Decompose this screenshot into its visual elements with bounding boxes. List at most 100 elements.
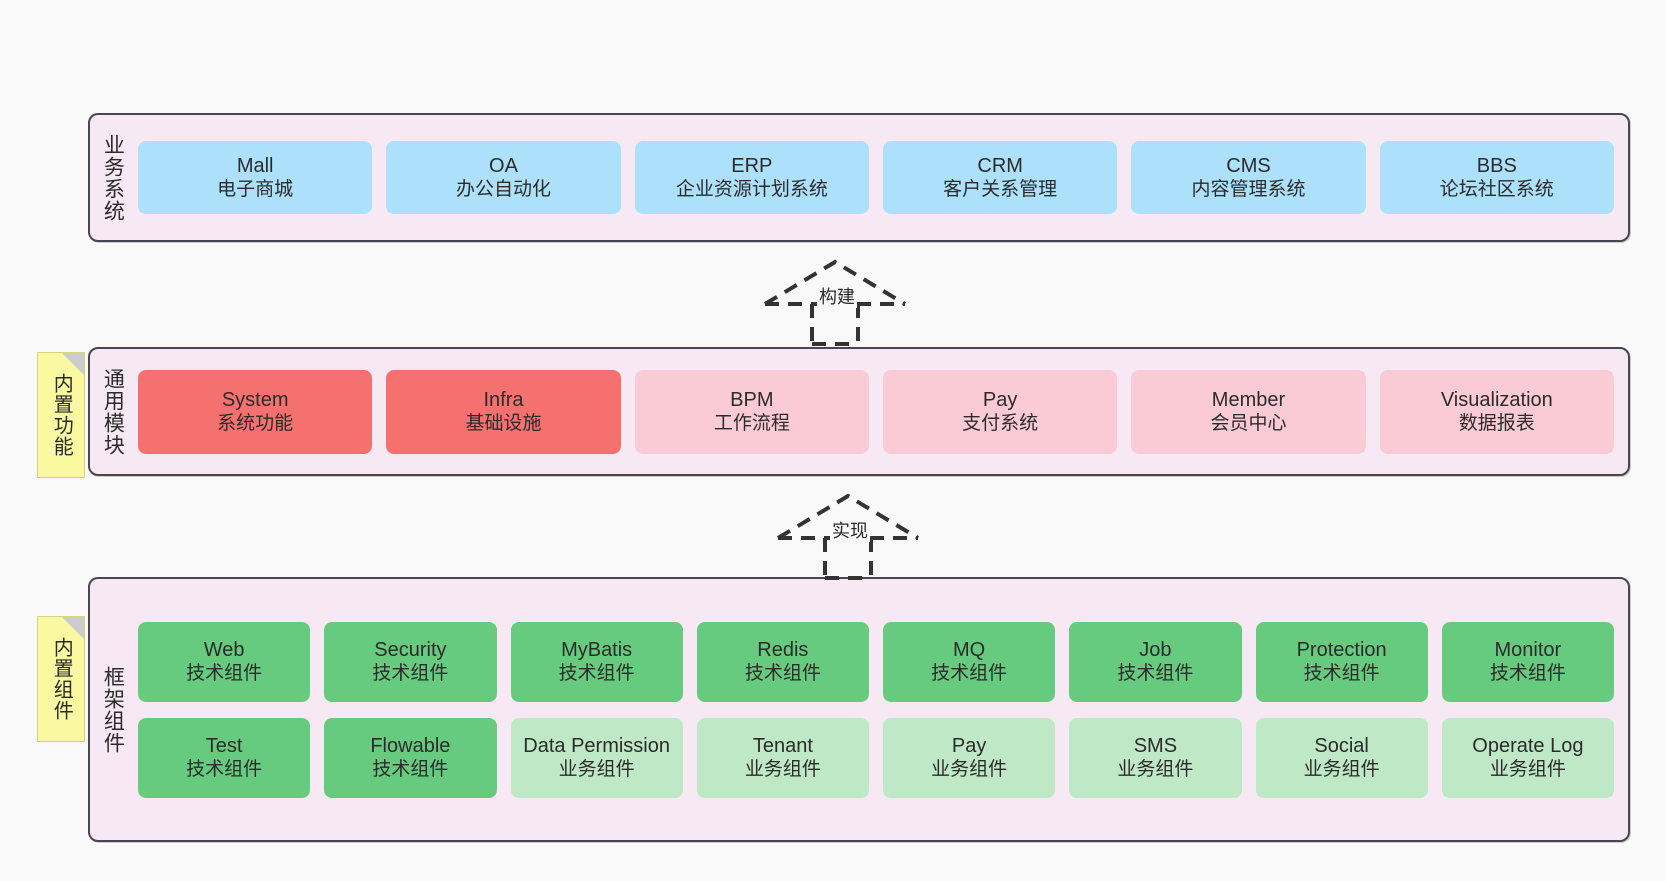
card-title: Job <box>1139 638 1172 661</box>
card-oa[interactable]: OA 办公自动化 <box>386 141 621 214</box>
card-job[interactable]: Job 技术组件 <box>1069 621 1242 702</box>
connector-build: 构建 <box>755 256 915 346</box>
card-title: Redis <box>757 638 809 661</box>
connector-realize-label: 实现 <box>830 521 870 542</box>
card-title: Infra <box>483 388 524 411</box>
card-title: Protection <box>1296 638 1387 661</box>
card-social[interactable]: Social 业务组件 <box>1255 717 1428 798</box>
generalization-arrowhead <box>763 259 907 306</box>
layer-business-system-body: Mall 电子商城 OA 办公自动化 ERP 企业资源计划系统 CRM 客户关系… <box>134 115 1628 240</box>
layer-business-system: 业务系统 Mall 电子商城 OA 办公自动化 ERP 企业资源计划系统 CRM… <box>88 113 1630 242</box>
card-subtitle: 工作流程 <box>713 413 790 435</box>
card-title: Monitor <box>1494 638 1562 661</box>
card-test[interactable]: Test 技术组件 <box>138 717 311 798</box>
note-builtin-functions-label: 内置功能 <box>50 373 73 457</box>
card-mall[interactable]: Mall 电子商城 <box>138 141 373 214</box>
card-subtitle: 技术组件 <box>1117 663 1194 685</box>
card-title: CMS <box>1226 154 1271 177</box>
layer-framework-components: 框架组件 Web 技术组件 Security 技术组件 MyBatis 技术组件… <box>88 577 1630 842</box>
card-data-permission[interactable]: Data Permission 业务组件 <box>510 717 683 798</box>
card-bbs[interactable]: BBS 论坛社区系统 <box>1379 141 1614 214</box>
card-title: Operate Log <box>1472 734 1584 757</box>
card-subtitle: 业务组件 <box>931 759 1008 781</box>
card-monitor[interactable]: Monitor 技术组件 <box>1441 621 1614 702</box>
card-title: Security <box>374 638 447 661</box>
card-subtitle: 企业资源计划系统 <box>675 179 828 201</box>
card-infra[interactable]: Infra 基础设施 <box>386 369 621 454</box>
card-title: MQ <box>953 638 986 661</box>
card-redis[interactable]: Redis 技术组件 <box>696 621 869 702</box>
card-title: Data Permission <box>523 734 670 757</box>
card-title: Pay <box>982 388 1018 411</box>
card-title: Mall <box>236 154 274 177</box>
card-sms[interactable]: SMS 业务组件 <box>1069 717 1242 798</box>
layer-framework-components-title: 框架组件 <box>101 665 125 754</box>
layer-common-modules-body: System 系统功能 Infra 基础设施 BPM 工作流程 Pay 支付系统… <box>134 349 1628 474</box>
card-subtitle: 技术组件 <box>1303 663 1380 685</box>
card-title: Web <box>203 638 245 661</box>
card-protection[interactable]: Protection 技术组件 <box>1255 621 1428 702</box>
card-erp[interactable]: ERP 企业资源计划系统 <box>634 141 869 214</box>
card-mybatis[interactable]: MyBatis 技术组件 <box>510 621 683 702</box>
card-subtitle: 技术组件 <box>372 663 449 685</box>
note-builtin-components: 内置组件 <box>37 616 85 742</box>
card-flowable[interactable]: Flowable 技术组件 <box>324 717 497 798</box>
common-modules-row: System 系统功能 Infra 基础设施 BPM 工作流程 Pay 支付系统… <box>138 369 1614 454</box>
card-subtitle: 技术组件 <box>1489 663 1566 685</box>
card-title: BPM <box>730 388 774 411</box>
card-title: System <box>221 388 289 411</box>
card-subtitle: 技术组件 <box>186 759 263 781</box>
connector-build-label: 构建 <box>817 287 857 308</box>
layer-common-modules: 通用模块 System 系统功能 Infra 基础设施 BPM 工作流程 Pay… <box>88 347 1630 476</box>
connector-stem <box>810 304 860 346</box>
card-subtitle: 业务组件 <box>558 759 635 781</box>
business-system-row: Mall 电子商城 OA 办公自动化 ERP 企业资源计划系统 CRM 客户关系… <box>138 141 1614 214</box>
card-subtitle: 技术组件 <box>558 663 635 685</box>
card-subtitle: 论坛社区系统 <box>1439 179 1554 201</box>
card-title: BBS <box>1476 154 1517 177</box>
card-web[interactable]: Web 技术组件 <box>138 621 311 702</box>
card-subtitle: 业务组件 <box>1303 759 1380 781</box>
card-security[interactable]: Security 技术组件 <box>324 621 497 702</box>
card-subtitle: 技术组件 <box>186 663 263 685</box>
card-title: Test <box>205 734 243 757</box>
layer-common-modules-title: 通用模块 <box>101 367 125 456</box>
card-mq[interactable]: MQ 技术组件 <box>883 621 1056 702</box>
card-subtitle: 技术组件 <box>931 663 1008 685</box>
connector-realize: 实现 <box>768 490 928 580</box>
card-tenant[interactable]: Tenant 业务组件 <box>696 717 869 798</box>
connector-stem <box>823 538 873 580</box>
card-cms[interactable]: CMS 内容管理系统 <box>1131 141 1366 214</box>
layer-framework-components-body: Web 技术组件 Security 技术组件 MyBatis 技术组件 Redi… <box>134 579 1628 840</box>
card-title: Visualization <box>1440 388 1553 411</box>
card-visualization[interactable]: Visualization 数据报表 <box>1379 369 1614 454</box>
card-subtitle: 会员中心 <box>1210 413 1287 435</box>
card-subtitle: 办公自动化 <box>455 179 551 201</box>
card-subtitle: 内容管理系统 <box>1191 179 1306 201</box>
card-pay-module[interactable]: Pay 支付系统 <box>882 369 1118 454</box>
card-subtitle: 电子商城 <box>217 179 294 201</box>
card-subtitle: 系统功能 <box>217 413 294 435</box>
card-title: OA <box>489 154 518 177</box>
card-title: Member <box>1211 388 1286 411</box>
card-title: ERP <box>731 154 773 177</box>
card-title: CRM <box>977 154 1023 177</box>
framework-tech-row: Web 技术组件 Security 技术组件 MyBatis 技术组件 Redi… <box>138 621 1614 702</box>
card-system[interactable]: System 系统功能 <box>138 369 373 454</box>
card-subtitle: 技术组件 <box>372 759 449 781</box>
card-pay-component[interactable]: Pay 业务组件 <box>883 717 1056 798</box>
card-title: Social <box>1314 734 1369 757</box>
card-subtitle: 技术组件 <box>744 663 821 685</box>
card-member[interactable]: Member 会员中心 <box>1131 369 1366 454</box>
card-subtitle: 客户关系管理 <box>943 179 1058 201</box>
card-crm[interactable]: CRM 客户关系管理 <box>882 141 1118 214</box>
card-subtitle: 业务组件 <box>1117 759 1194 781</box>
card-title: SMS <box>1133 734 1178 757</box>
card-title: Tenant <box>752 734 813 757</box>
card-bpm[interactable]: BPM 工作流程 <box>634 369 869 454</box>
framework-business-row: Test 技术组件 Flowable 技术组件 Data Permission … <box>138 717 1614 798</box>
note-builtin-components-label: 内置组件 <box>50 637 73 721</box>
card-title: Pay <box>951 734 987 757</box>
card-operate-log[interactable]: Operate Log 业务组件 <box>1441 717 1614 798</box>
